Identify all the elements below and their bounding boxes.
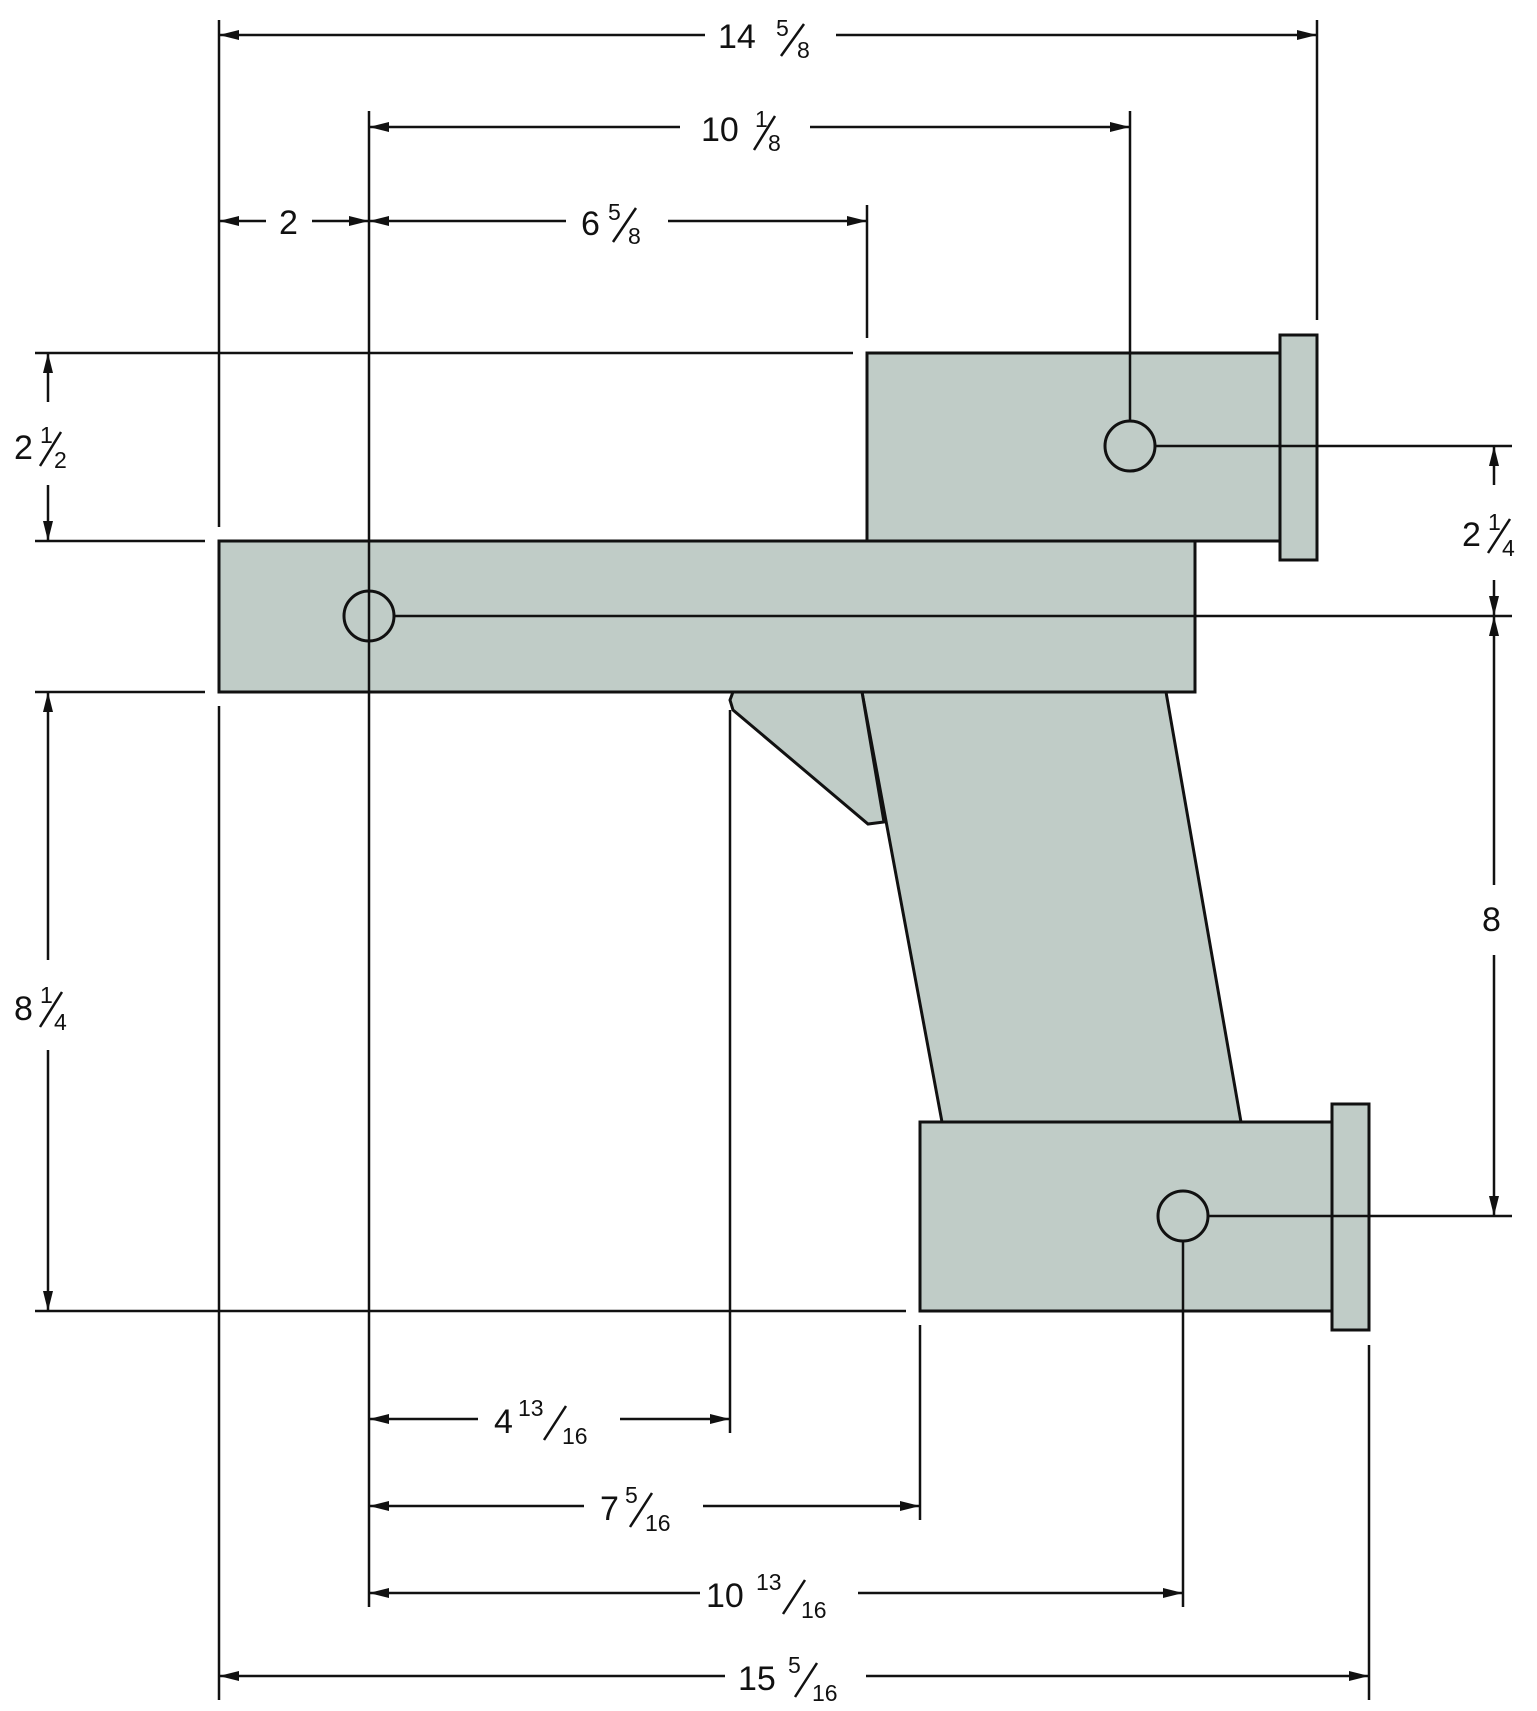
dim-whole: 15 <box>738 1660 776 1698</box>
dim-overall-bottom: 15 5 16 <box>738 1652 838 1706</box>
dim-hole-vertical: 8 <box>1482 901 1501 939</box>
upper-flange <box>1278 333 1319 562</box>
dim-whole: 2 <box>14 429 33 467</box>
dim-numerator: 5 <box>608 199 621 225</box>
dim-hole-span-bottom: 10 13 16 <box>706 1569 827 1623</box>
dim-whole: 4 <box>494 1403 513 1441</box>
dim-numerator: 1 <box>40 982 53 1008</box>
dim-lower-height: 8 1 4 <box>14 982 67 1035</box>
dim-whole: 6 <box>581 205 600 243</box>
dim-numerator: 1 <box>40 422 53 448</box>
dim-whole: 2 <box>1462 516 1481 554</box>
gusset <box>728 690 886 826</box>
dim-whole: 8 <box>1482 901 1501 939</box>
dim-denominator: 8 <box>797 37 810 63</box>
dim-denominator: 16 <box>645 1510 671 1536</box>
dim-overall-top: 14 5 8 <box>718 15 810 63</box>
dim-gusset-offset: 4 13 16 <box>494 1395 588 1449</box>
diagonal-leg <box>860 690 1243 1124</box>
dimension-labels: 14 5 8 10 1 8 2 6 5 8 2 1 2 <box>14 15 1515 1706</box>
dim-lower-block-offset: 7 5 16 <box>600 1482 671 1536</box>
dim-hole-drop: 2 1 4 <box>1462 509 1515 561</box>
dim-denominator: 4 <box>1502 535 1515 561</box>
dim-whole: 7 <box>600 1490 619 1528</box>
dimension-lines <box>43 30 1499 1681</box>
dim-denominator: 8 <box>768 130 781 156</box>
dim-denominator: 2 <box>54 447 67 473</box>
dim-numerator: 5 <box>776 15 789 41</box>
dim-numerator: 5 <box>788 1652 801 1678</box>
dim-numerator: 1 <box>755 106 768 132</box>
extension-lines <box>35 20 1512 1700</box>
dim-upper-block-offset: 6 5 8 <box>581 199 641 249</box>
dim-whole: 10 <box>701 111 739 149</box>
dim-whole: 10 <box>706 1577 744 1615</box>
dim-denominator: 16 <box>562 1423 588 1449</box>
dim-upper-height: 2 1 2 <box>14 422 67 473</box>
dim-left-offset: 2 <box>279 204 298 242</box>
dim-numerator: 13 <box>518 1395 544 1421</box>
dim-numerator: 1 <box>1488 509 1501 535</box>
dim-denominator: 16 <box>812 1680 838 1706</box>
dim-whole: 8 <box>14 990 33 1028</box>
bracket-part <box>217 333 1371 1332</box>
dim-hole-span-top: 10 1 8 <box>701 106 781 156</box>
dim-whole: 14 <box>718 18 756 56</box>
dim-whole: 2 <box>279 204 298 242</box>
dim-denominator: 16 <box>801 1597 827 1623</box>
dim-denominator: 8 <box>628 223 641 249</box>
dim-numerator: 13 <box>756 1569 782 1595</box>
dim-numerator: 5 <box>625 1482 638 1508</box>
dim-denominator: 4 <box>54 1009 67 1035</box>
